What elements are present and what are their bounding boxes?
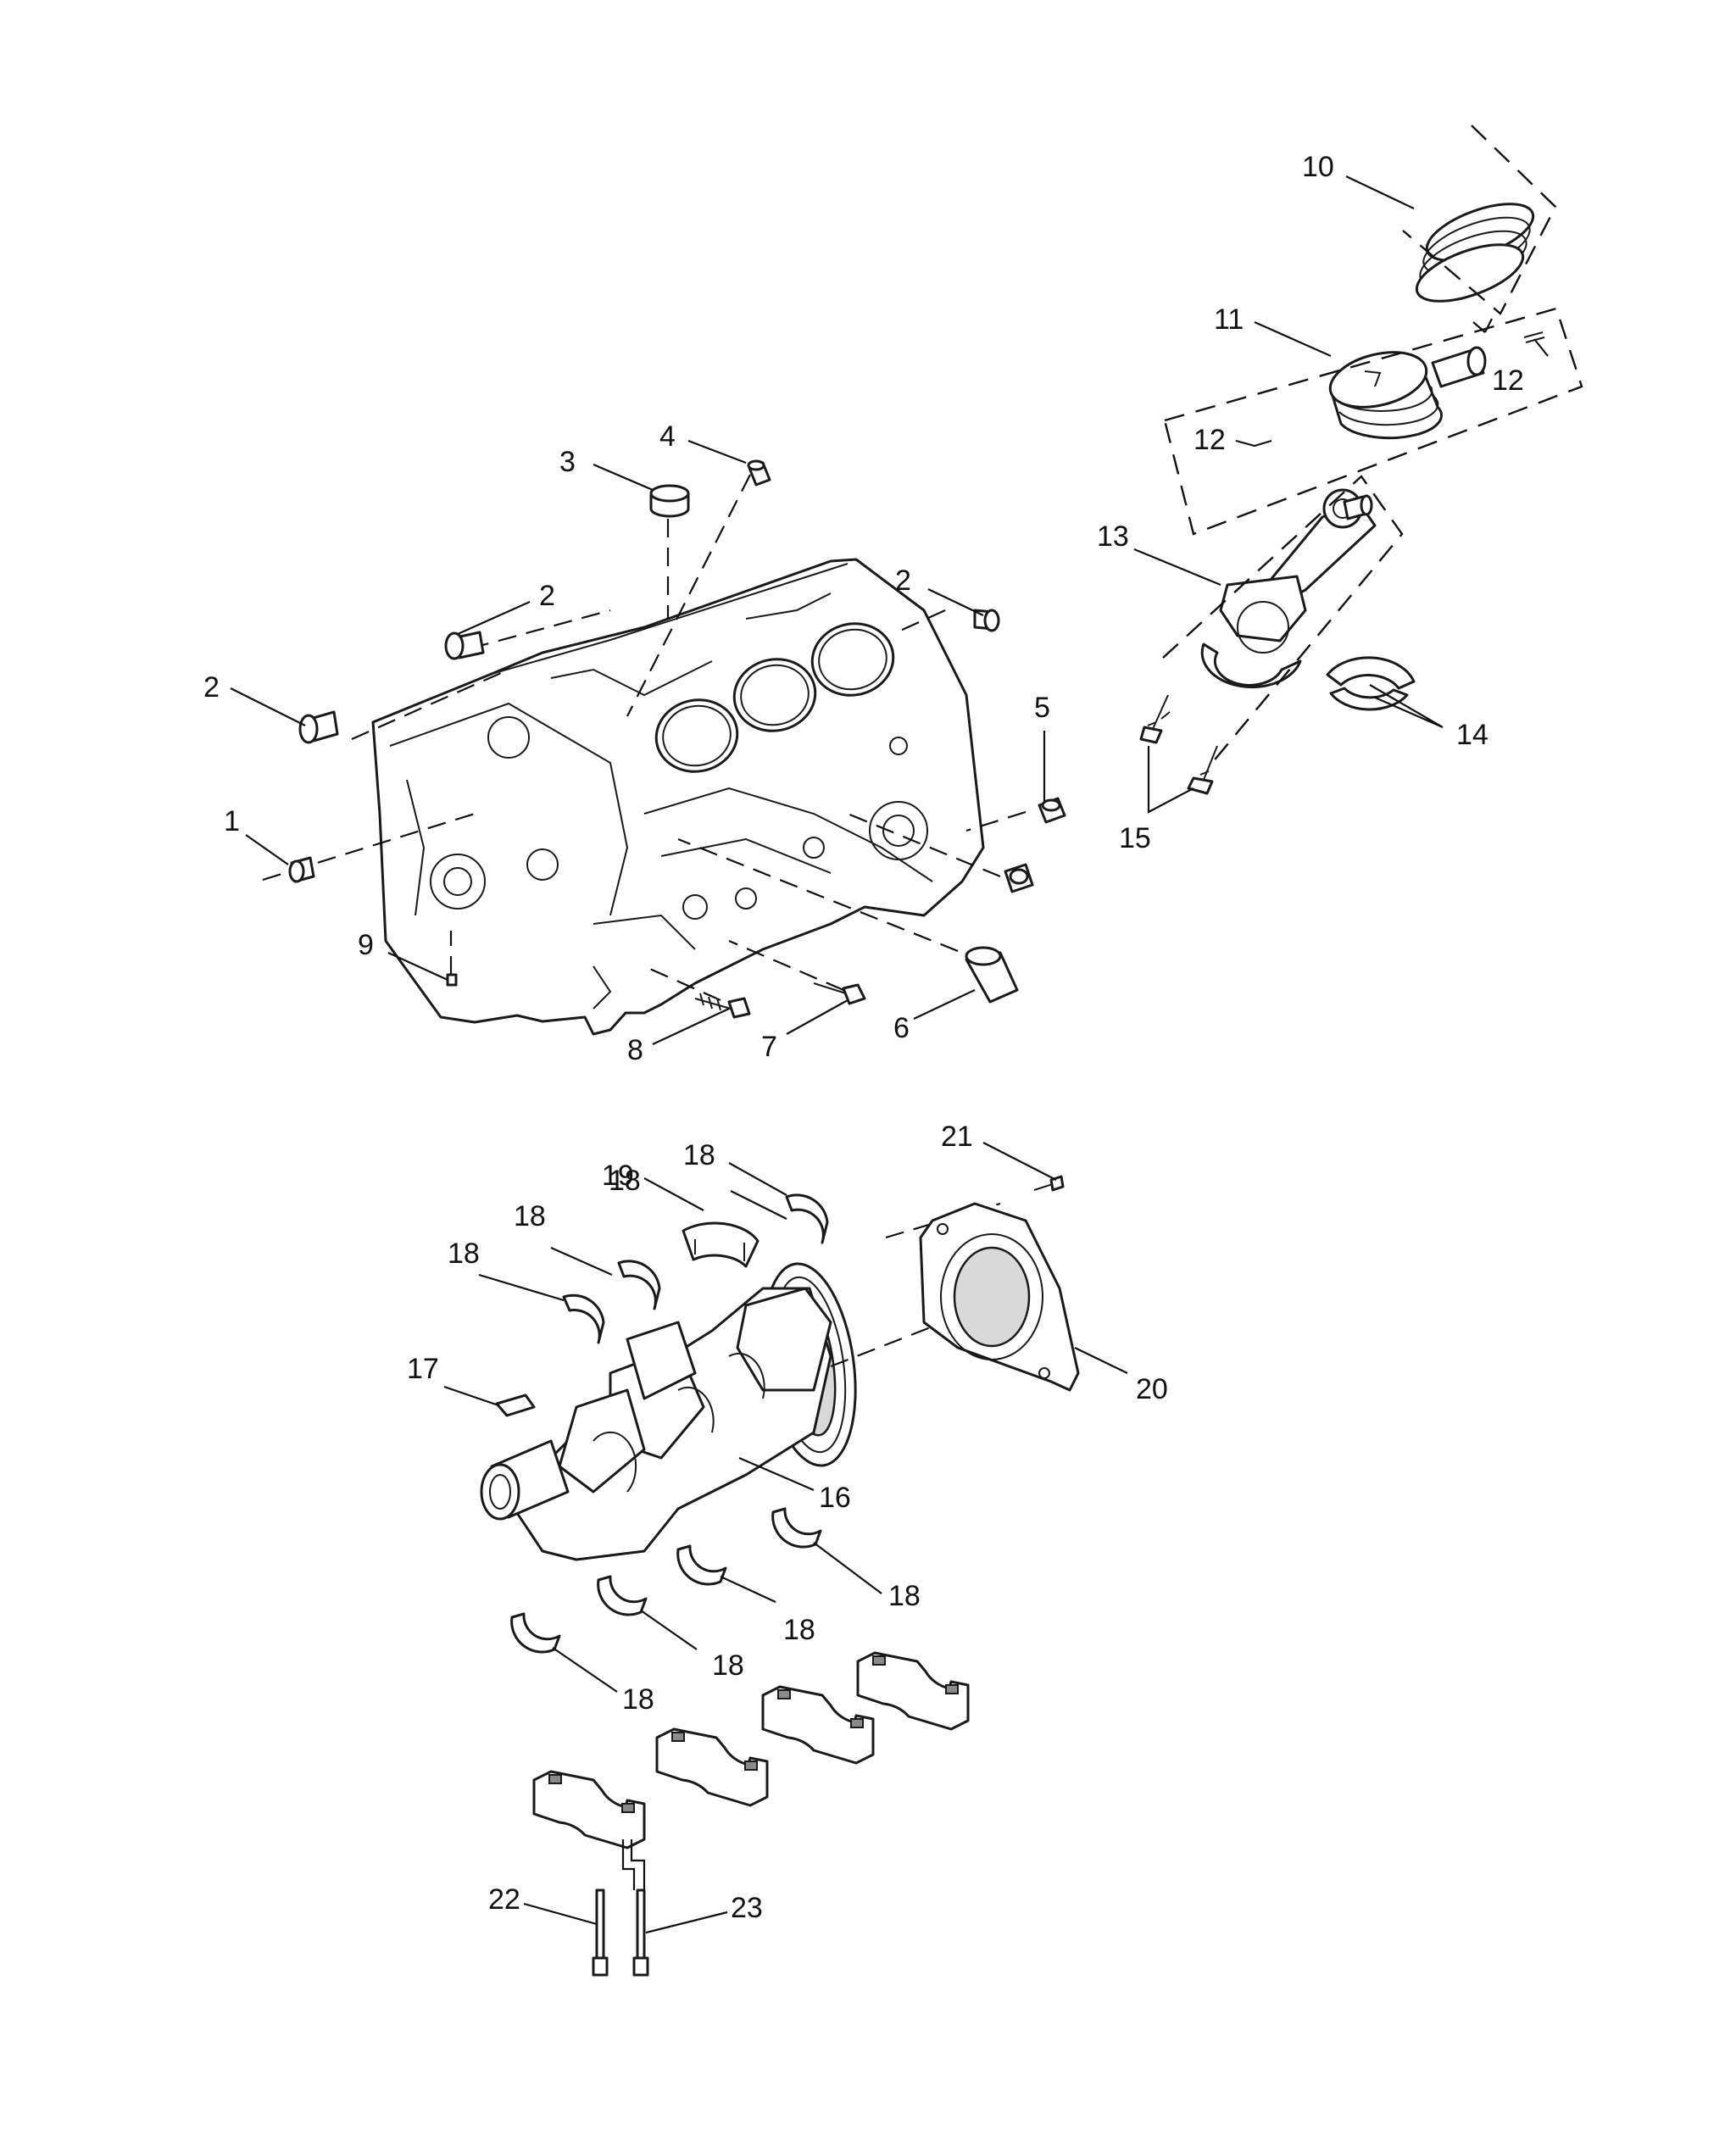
callout-18-e: 18 <box>783 1614 815 1646</box>
part-7-bolt <box>813 982 866 1005</box>
callout-5: 5 <box>1034 692 1050 724</box>
callout-13: 13 <box>1097 520 1129 553</box>
callout-2-left: 2 <box>203 671 220 704</box>
callout-19: 19 <box>602 1160 634 1192</box>
piston-pin <box>1431 346 1487 388</box>
callout-23: 23 <box>731 1892 763 1924</box>
thrust-bearing <box>682 1221 760 1268</box>
callout-16: 16 <box>819 1482 851 1514</box>
callout-18-h: 18 <box>609 1165 641 1197</box>
callout-15: 15 <box>1119 822 1151 854</box>
callout-17: 17 <box>407 1353 439 1385</box>
callout-2-right: 2 <box>895 565 911 597</box>
callout-7: 7 <box>761 1031 777 1063</box>
callout-12-upper: 12 <box>1492 364 1524 397</box>
part-5-dowel <box>1038 797 1066 824</box>
callout-18-a: 18 <box>683 1139 715 1171</box>
thrust-key <box>495 1393 536 1417</box>
callout-18-b: 18 <box>514 1200 546 1232</box>
callout-20: 20 <box>1136 1373 1168 1405</box>
rod-cap <box>1200 642 1302 689</box>
callout-4: 4 <box>659 420 676 453</box>
upper-main-bearings <box>562 1193 829 1344</box>
pin-clip <box>1523 331 1545 343</box>
callout-1: 1 <box>224 805 240 837</box>
callout-18-f: 18 <box>712 1649 744 1682</box>
part-9-plug <box>446 973 458 987</box>
crankshaft <box>480 1287 832 1561</box>
part-2-plug-right <box>973 609 1000 632</box>
rod-bolts <box>1139 694 1218 795</box>
rod-pin-bushing <box>1343 494 1373 520</box>
callout-18-c: 18 <box>448 1238 480 1270</box>
callout-18-d: 18 <box>888 1580 921 1612</box>
part-1-plug <box>288 856 315 883</box>
callout-11: 11 <box>1214 303 1244 336</box>
leader-lines <box>230 175 1549 1934</box>
block-plug-right <box>1004 863 1034 893</box>
callout-8: 8 <box>627 1034 643 1066</box>
part-6-plug <box>965 946 1019 1004</box>
seal-bolt <box>1033 1175 1065 1192</box>
callout-2-top: 2 <box>539 580 555 612</box>
part-3-cup-plug <box>649 484 690 518</box>
callout-22: 22 <box>488 1883 520 1916</box>
rear-main-seal <box>919 1202 1080 1392</box>
cap-bolts <box>592 1839 649 1977</box>
callout-18-g: 18 <box>622 1683 654 1716</box>
part-4-dowel <box>747 459 771 487</box>
callout-6: 6 <box>893 1012 910 1044</box>
callout-21: 21 <box>941 1121 973 1153</box>
callout-3: 3 <box>559 446 576 478</box>
part-8-bolt <box>694 993 751 1019</box>
piston-rings <box>1415 203 1535 303</box>
cylinder-block <box>371 558 985 1036</box>
lower-main-bearings <box>510 1507 822 1654</box>
rod-bearing-shells <box>1326 656 1416 711</box>
connecting-rod <box>1219 488 1377 654</box>
callout-12-lower: 12 <box>1194 424 1226 456</box>
main-bearing-caps <box>532 1651 970 1850</box>
part-2-plug-top <box>444 631 485 660</box>
part-2-plug-left <box>298 710 339 744</box>
callout-14: 14 <box>1456 719 1488 751</box>
callout-9: 9 <box>358 929 374 961</box>
callout-10: 10 <box>1302 151 1334 183</box>
callout-numbers: 1 2 2 2 3 4 5 6 7 8 9 10 11 12 12 13 14 … <box>203 151 1524 1924</box>
